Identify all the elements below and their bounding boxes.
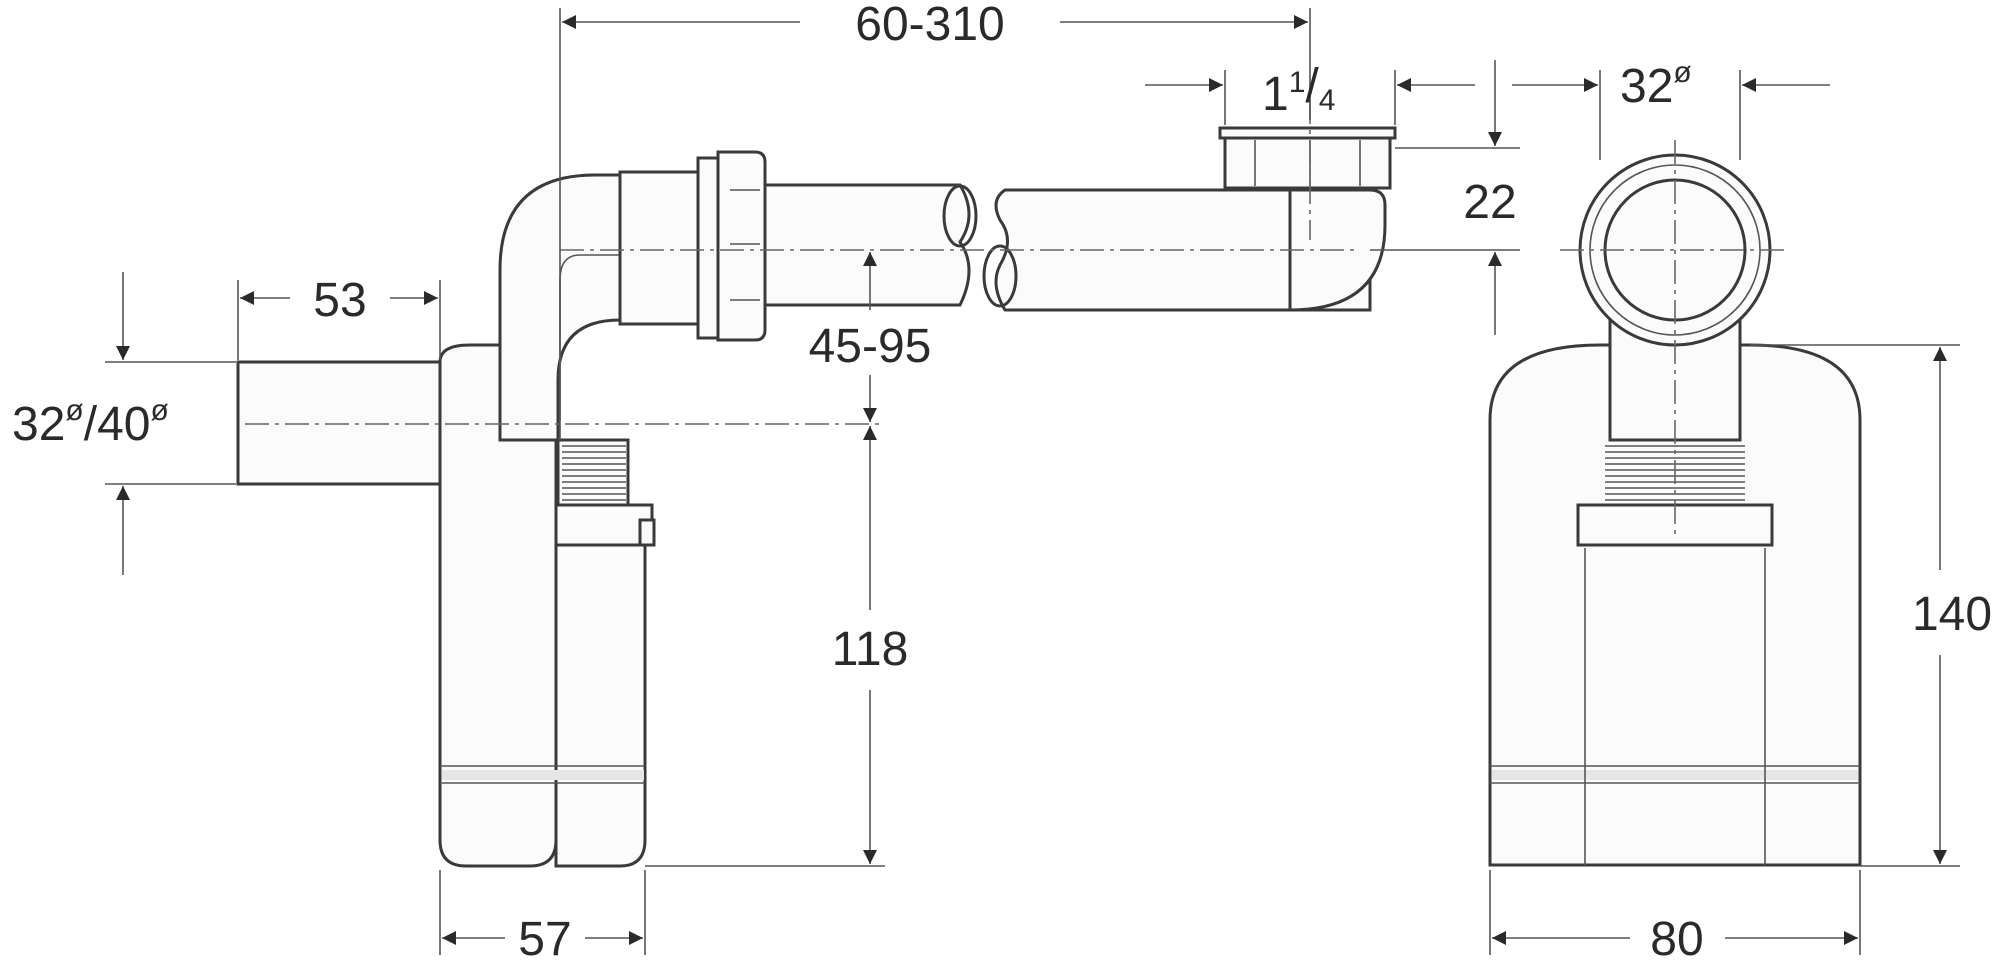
label-pipe-length: 60-310 [855, 0, 1004, 51]
label-total-height: 140 [1912, 588, 1992, 641]
vertical-tube [554, 438, 656, 547]
dimension-lines [105, 8, 1960, 955]
front-view [1488, 140, 1862, 867]
top-nut [1218, 126, 1397, 190]
label-outlet-dia: 32ø [1620, 56, 1692, 113]
label-trap-width: 57 [518, 913, 571, 966]
label-height-offset: 22 [1463, 176, 1516, 229]
label-trap-height: 118 [832, 623, 909, 676]
label-side-width: 53 [313, 274, 366, 327]
coupling-sleeve [618, 150, 767, 342]
trap-body [438, 343, 647, 868]
inlet-stub [236, 360, 442, 486]
side-view [236, 100, 1397, 868]
label-height-range: 45-95 [809, 320, 932, 373]
horizontal-pipe [763, 183, 1387, 312]
tube-ribs [562, 445, 626, 501]
label-inlet-dia: 32ø/40ø [12, 394, 169, 451]
label-front-width: 80 [1650, 913, 1703, 966]
label-thread-size: 11/4 [1262, 60, 1335, 121]
elbow-pipe [498, 173, 627, 442]
dimension-labels: 60-310 11/4 32ø 22 53 32ø/40ø 45-95 118 … [12, 0, 1992, 966]
